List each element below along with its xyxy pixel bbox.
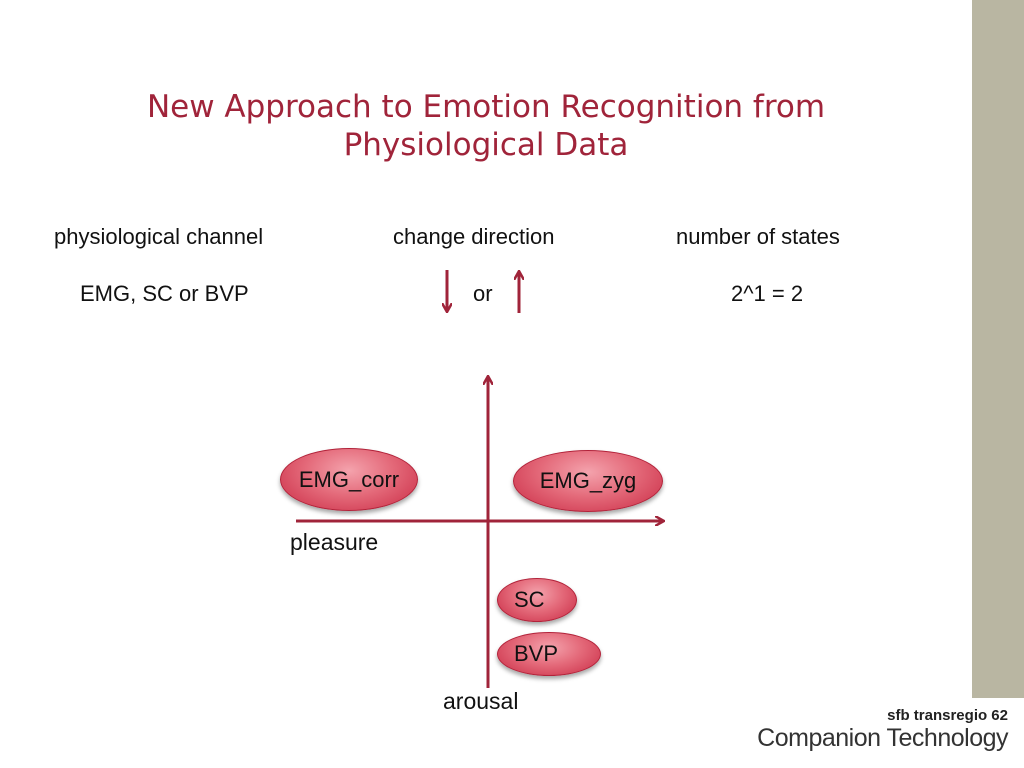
- slide-title: New Approach to Emotion Recognition from…: [0, 88, 972, 164]
- footer-sfb: sfb transregio 62: [887, 707, 1008, 724]
- footer-companion-technology: Companion Technology: [757, 724, 1008, 752]
- x-axis-label: pleasure: [290, 529, 379, 555]
- sidebar-strip: [972, 0, 1024, 698]
- header-physiological-channel: physiological channel: [54, 224, 264, 249]
- header-number-of-states: number of states: [676, 224, 840, 249]
- node-bvp: BVP: [497, 632, 601, 676]
- direction-or: or: [473, 281, 493, 306]
- node-emg-zyg: EMG_zyg: [513, 450, 663, 512]
- header-change-direction: change direction: [393, 224, 555, 249]
- node-sc: SC: [497, 578, 577, 622]
- slide-title-line2: Physiological Data: [343, 127, 629, 163]
- slide-title-line1: New Approach to Emotion Recognition from: [146, 89, 826, 125]
- channel-value: EMG, SC or BVP: [80, 281, 249, 306]
- states-value: 2^1 = 2: [731, 281, 804, 306]
- node-emg-corr: EMG_corr: [280, 448, 418, 511]
- y-axis-label: arousal: [443, 688, 519, 714]
